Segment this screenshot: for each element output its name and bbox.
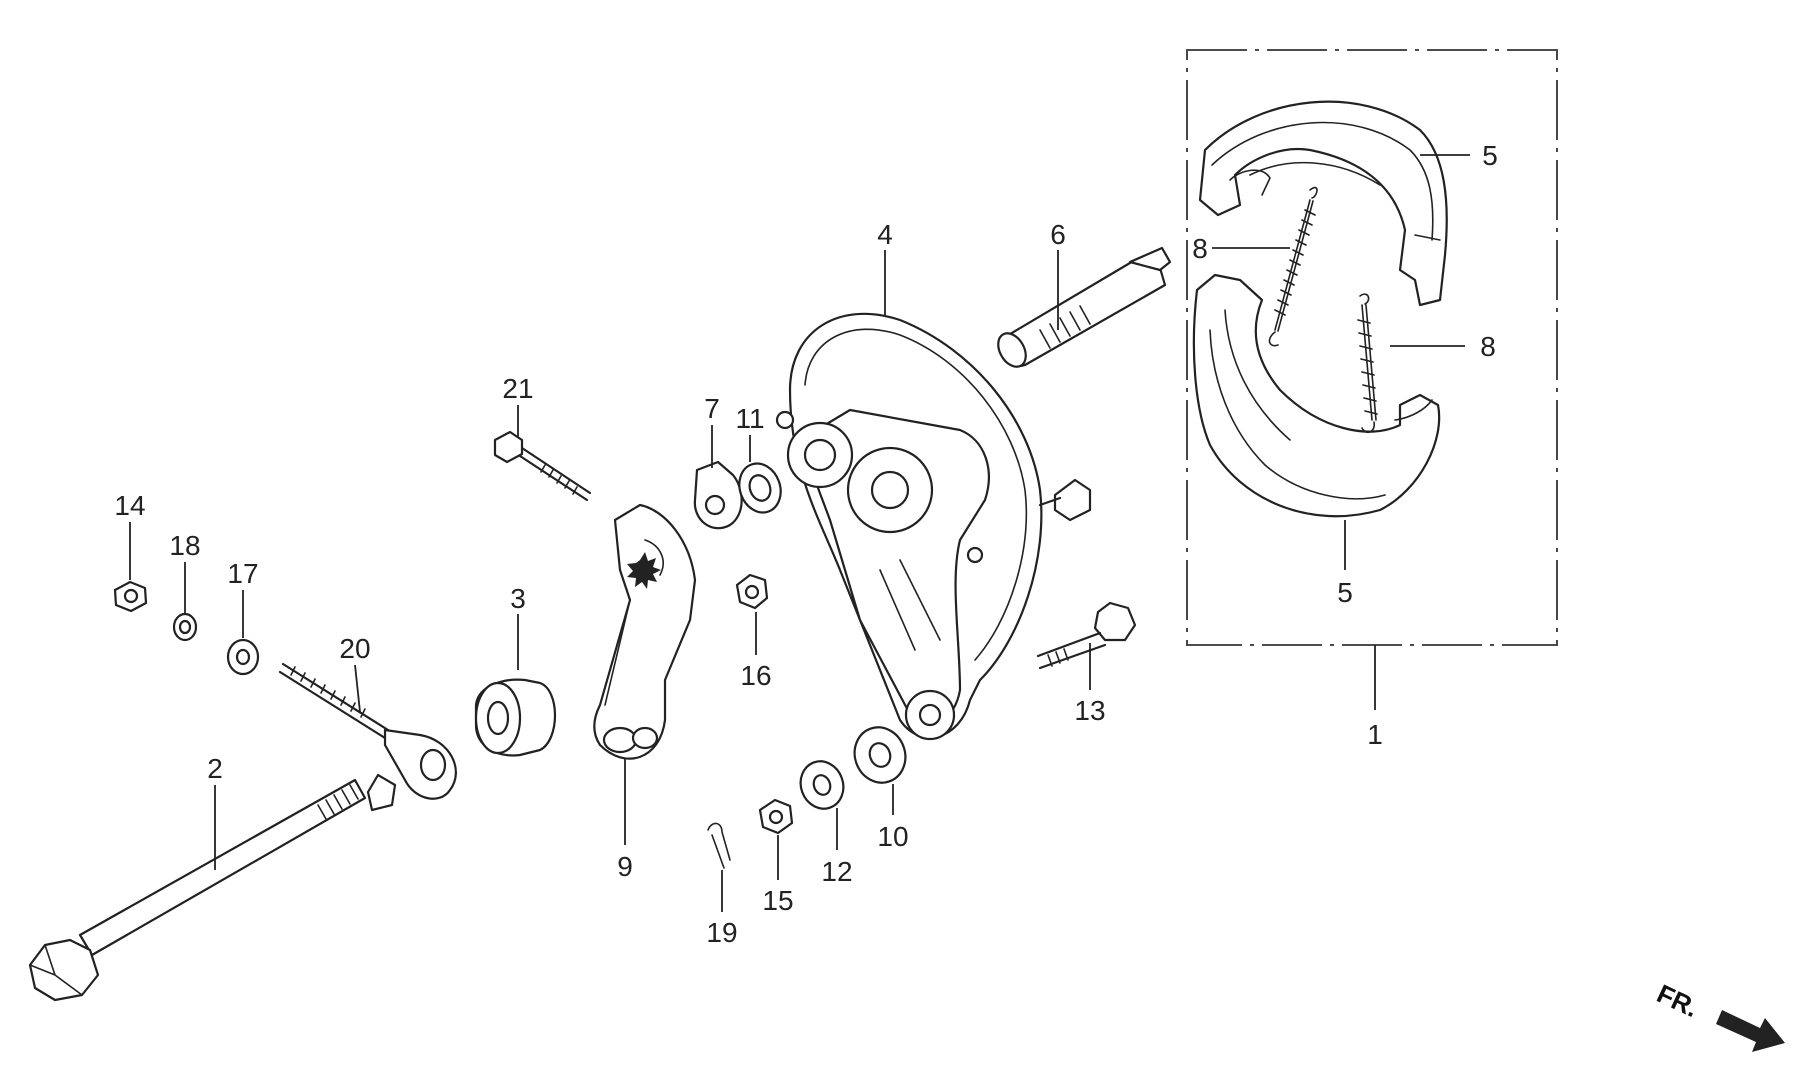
label-15: 15 bbox=[762, 885, 793, 916]
spacer-3 bbox=[474, 678, 557, 757]
axle-2 bbox=[28, 773, 397, 1002]
label-10: 10 bbox=[877, 821, 908, 852]
nut-16 bbox=[735, 573, 769, 610]
label-11: 11 bbox=[735, 403, 764, 434]
front-arrow-icon bbox=[1716, 1010, 1785, 1052]
cotter-pin-19 bbox=[707, 822, 731, 869]
brake-cam bbox=[997, 246, 1172, 368]
washer-10 bbox=[853, 726, 907, 784]
label-19: 19 bbox=[706, 917, 737, 948]
label-5-lower: 5 bbox=[1337, 577, 1353, 608]
brake-arm-9 bbox=[593, 503, 697, 760]
front-direction-indicator: FR. bbox=[1652, 978, 1785, 1052]
label-17: 17 bbox=[227, 558, 258, 589]
indicator-plate-7 bbox=[693, 460, 743, 530]
brake-spring-lower bbox=[1357, 293, 1378, 434]
dust-seal-11 bbox=[738, 462, 782, 514]
nut-15 bbox=[758, 798, 794, 835]
lock-washer-18 bbox=[172, 612, 198, 642]
washer-12 bbox=[799, 760, 845, 810]
label-9: 9 bbox=[617, 851, 633, 882]
bolt-13 bbox=[1036, 601, 1137, 670]
bolt-21 bbox=[493, 430, 592, 502]
label-12: 12 bbox=[821, 856, 852, 887]
brake-spring-upper bbox=[1268, 186, 1318, 347]
label-14: 14 bbox=[114, 490, 145, 521]
label-5-upper: 5 bbox=[1482, 140, 1498, 171]
label-8-lower: 8 bbox=[1480, 331, 1496, 362]
nut-14 bbox=[113, 580, 148, 613]
label-7: 7 bbox=[704, 393, 720, 424]
label-16: 16 bbox=[740, 660, 771, 691]
label-8-upper: 8 bbox=[1192, 233, 1208, 264]
label-13: 13 bbox=[1074, 695, 1105, 726]
label-6: 6 bbox=[1050, 219, 1066, 250]
brake-rod-20 bbox=[278, 662, 457, 800]
label-3: 3 bbox=[510, 583, 526, 614]
washer-17 bbox=[226, 638, 260, 676]
label-18: 18 bbox=[169, 530, 200, 561]
label-20: 20 bbox=[339, 633, 370, 664]
label-21: 21 bbox=[502, 373, 533, 404]
brake-shoe-upper bbox=[1198, 100, 1448, 307]
brake-shoe-lower bbox=[1192, 273, 1441, 518]
label-4: 4 bbox=[877, 219, 893, 250]
label-1: 1 bbox=[1367, 719, 1383, 750]
front-label: FR. bbox=[1652, 978, 1703, 1023]
leader-lines bbox=[129, 154, 1470, 912]
label-2: 2 bbox=[207, 753, 223, 784]
part-number-labels: 1 2 3 4 5 5 6 7 8 8 9 10 11 12 13 14 15 … bbox=[114, 140, 1497, 948]
brake-shoe-assembly-box bbox=[1186, 49, 1558, 710]
brake-panel bbox=[775, 312, 1092, 741]
